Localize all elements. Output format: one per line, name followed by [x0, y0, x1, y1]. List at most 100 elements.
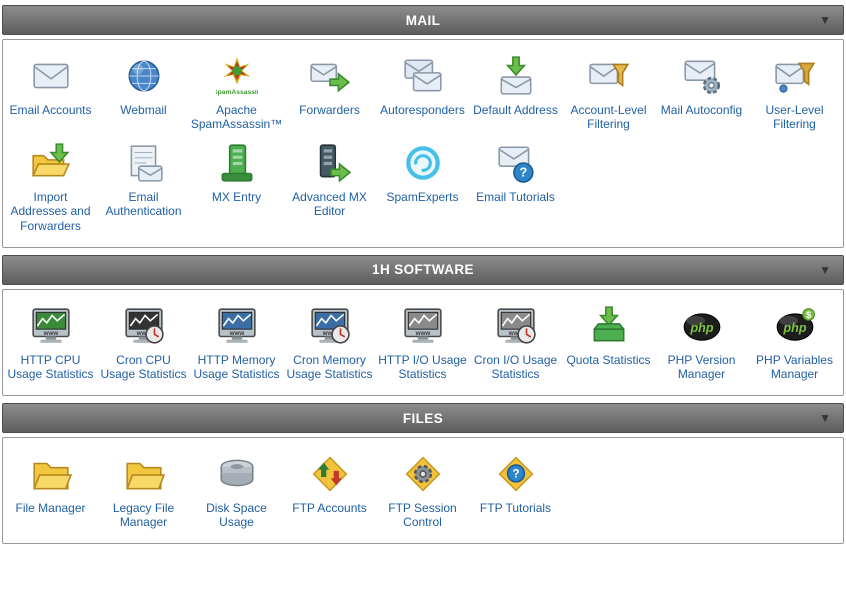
item-legacy-file-manager[interactable]: Legacy File Manager — [97, 448, 190, 535]
cron-io-stats-icon: www — [495, 302, 537, 350]
item-label: HTTP I/O Usage Statistics — [378, 352, 467, 381]
item-cron-cpu-usage-statistics[interactable]: www Cron CPU Usage Statistics — [97, 300, 190, 387]
item-label: Quota Statistics — [566, 352, 651, 367]
item-http-cpu-usage-statistics[interactable]: www HTTP CPU Usage Statistics — [4, 300, 97, 387]
item-label: Webmail — [120, 103, 167, 117]
item-ftp-accounts[interactable]: FTP Accounts — [283, 448, 376, 521]
section-title: FILES — [402, 410, 444, 426]
item-label: HTTP Memory Usage Statistics — [193, 352, 280, 381]
email-tutorials-icon: ? — [495, 139, 537, 187]
mx-entry-icon — [216, 139, 258, 187]
panel-mail: Email Accounts Webmail SpamAssassinApach… — [2, 39, 844, 248]
forwarders-icon — [309, 52, 351, 100]
svg-text:php: php — [782, 321, 806, 335]
item-email-tutorials[interactable]: ?Email Tutorials — [469, 137, 562, 210]
item-cron-i-o-usage-statistics[interactable]: www Cron I/O Usage Statistics — [469, 300, 562, 387]
item-disk-space-usage[interactable]: Disk Space Usage — [190, 448, 283, 535]
svg-text:www: www — [135, 330, 151, 337]
section-header-1h-software[interactable]: 1H SOFTWARE ▼ — [2, 254, 844, 285]
item-webmail[interactable]: Webmail — [97, 50, 190, 123]
cron-mem-stats-icon: www — [309, 302, 351, 350]
http-io-stats-icon: www — [402, 302, 444, 350]
legacy-file-manager-icon — [123, 450, 165, 498]
collapse-arrow-icon[interactable]: ▼ — [819, 262, 831, 277]
item-label: Disk Space Usage — [206, 501, 267, 530]
svg-text:php: php — [689, 321, 713, 335]
item-label: HTTP CPU Usage Statistics — [7, 352, 94, 381]
import-addresses-icon — [30, 139, 72, 187]
item-label: MX Entry — [211, 190, 262, 205]
item-cron-memory-usage-statistics[interactable]: www Cron Memory Usage Statistics — [283, 300, 376, 387]
svg-text:www: www — [228, 330, 244, 337]
item-user-level-filtering[interactable]: User-Level Filtering — [748, 50, 841, 137]
item-file-manager[interactable]: File Manager — [4, 448, 97, 521]
svg-text:?: ? — [512, 469, 519, 481]
item-label: Apache SpamAssassin™ — [190, 103, 283, 132]
item-label: PHP Version Manager — [667, 352, 736, 381]
cpanel-sections: MAIL ▼ Email Accounts Webmail SpamAssassin… — [2, 5, 844, 545]
item-spamexperts[interactable]: SpamExperts — [376, 137, 469, 210]
webmail-icon — [123, 52, 165, 100]
item-forwarders[interactable]: Forwarders — [283, 50, 376, 123]
item-label: FTP Accounts — [292, 501, 367, 516]
item-default-address[interactable]: Default Address — [469, 50, 562, 123]
item-php-version-manager[interactable]: php PHP Version Manager — [655, 300, 748, 387]
item-label: Email Accounts — [9, 103, 92, 117]
svg-text:www: www — [321, 330, 337, 337]
section-title: MAIL — [405, 12, 441, 28]
item-email-authentication[interactable]: Email Authentication — [97, 137, 190, 224]
panel-files: File Manager Legacy File Manager Disk Sp… — [2, 437, 844, 545]
default-address-icon — [495, 52, 537, 100]
section-header-mail[interactable]: MAIL ▼ — [2, 5, 844, 35]
item-mx-entry[interactable]: MX Entry — [190, 137, 283, 210]
user-level-filtering-icon — [774, 52, 816, 100]
item-label: SpamExperts — [386, 190, 459, 205]
email-authentication-icon — [123, 139, 165, 187]
item-label: PHP Variables Manager — [756, 352, 833, 381]
http-mem-stats-icon: www — [216, 302, 258, 350]
item-email-accounts[interactable]: Email Accounts — [4, 50, 97, 123]
item-http-memory-usage-statistics[interactable]: www HTTP Memory Usage Statistics — [190, 300, 283, 387]
ftp-accounts-icon — [309, 450, 351, 498]
item-autoresponders[interactable]: Autoresponders — [376, 50, 469, 123]
disk-space-icon — [216, 450, 258, 498]
spamexperts-icon — [402, 139, 444, 187]
section-header-files[interactable]: FILES ▼ — [2, 403, 844, 434]
http-cpu-stats-icon: www — [30, 302, 72, 350]
cron-cpu-stats-icon: www — [123, 302, 165, 350]
svg-text:$: $ — [806, 310, 812, 321]
item-label: Autoresponders — [380, 103, 465, 117]
item-quota-statistics[interactable]: Quota Statistics — [562, 300, 655, 373]
php-version-icon: php — [681, 302, 723, 350]
email-accounts-icon — [30, 52, 72, 100]
item-apache-spamassassin[interactable]: SpamAssassinApache SpamAssassin™ — [190, 50, 283, 137]
item-ftp-session-control[interactable]: FTP Session Control — [376, 448, 469, 535]
account-level-filtering-icon — [588, 52, 630, 100]
collapse-arrow-icon[interactable]: ▼ — [819, 411, 831, 426]
spamassassin-icon: SpamAssassin — [216, 52, 258, 100]
item-label: Email Authentication — [105, 190, 182, 219]
item-label: FTP Tutorials — [479, 501, 552, 516]
advanced-mx-editor-icon — [309, 139, 351, 187]
svg-text:www: www — [414, 330, 430, 337]
ftp-tutorials-icon: ? — [495, 450, 537, 498]
svg-text:www: www — [42, 330, 58, 337]
section-title: 1H SOFTWARE — [372, 262, 474, 278]
item-label: Import Addresses and Forwarders — [10, 190, 91, 233]
item-label: User-Level Filtering — [765, 103, 824, 132]
php-variables-icon: php $ — [774, 302, 816, 350]
collapse-arrow-icon[interactable]: ▼ — [819, 13, 831, 27]
item-advanced-mx-editor[interactable]: Advanced MX Editor — [283, 137, 376, 224]
item-label: Legacy File Manager — [112, 501, 175, 530]
autoresponders-icon — [402, 52, 444, 100]
item-import-addresses-and-forwarders[interactable]: Import Addresses and Forwarders — [4, 137, 97, 238]
item-label: Cron Memory Usage Statistics — [286, 352, 373, 381]
item-ftp-tutorials[interactable]: ? FTP Tutorials — [469, 448, 562, 521]
item-mail-autoconfig[interactable]: Mail Autoconfig — [655, 50, 748, 123]
item-account-level-filtering[interactable]: Account-Level Filtering — [562, 50, 655, 137]
svg-text:SpamAssassin: SpamAssassin — [216, 89, 258, 96]
item-label: Cron CPU Usage Statistics — [100, 352, 187, 381]
item-label: Advanced MX Editor — [292, 190, 367, 219]
item-http-i-o-usage-statistics[interactable]: www HTTP I/O Usage Statistics — [376, 300, 469, 387]
item-php-variables-manager[interactable]: php $PHP Variables Manager — [748, 300, 841, 387]
